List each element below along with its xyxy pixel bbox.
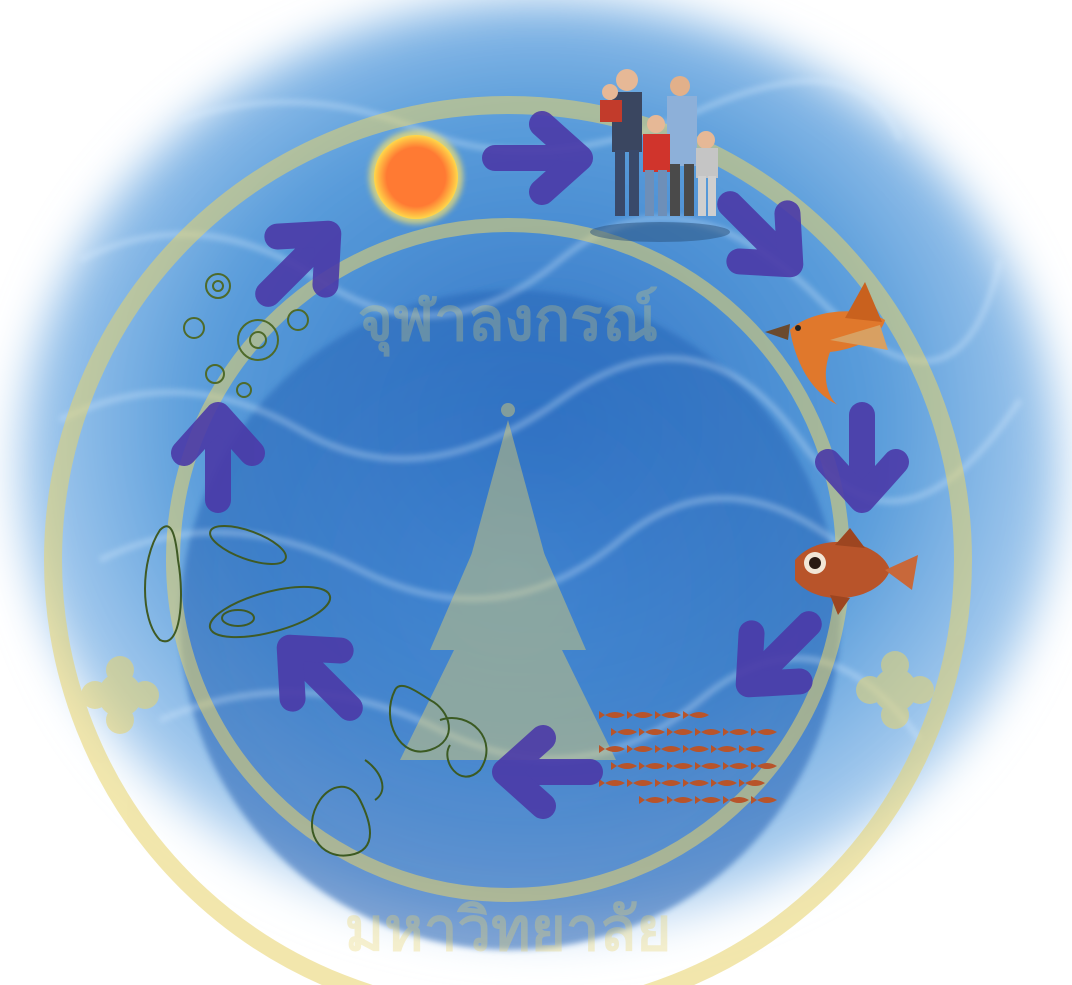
watermark-text-bottom: มหาวิทยาลัย xyxy=(345,895,672,965)
sun-icon xyxy=(369,130,463,224)
watermark-text-top: จุฬาลงกรณ์ xyxy=(358,285,658,357)
